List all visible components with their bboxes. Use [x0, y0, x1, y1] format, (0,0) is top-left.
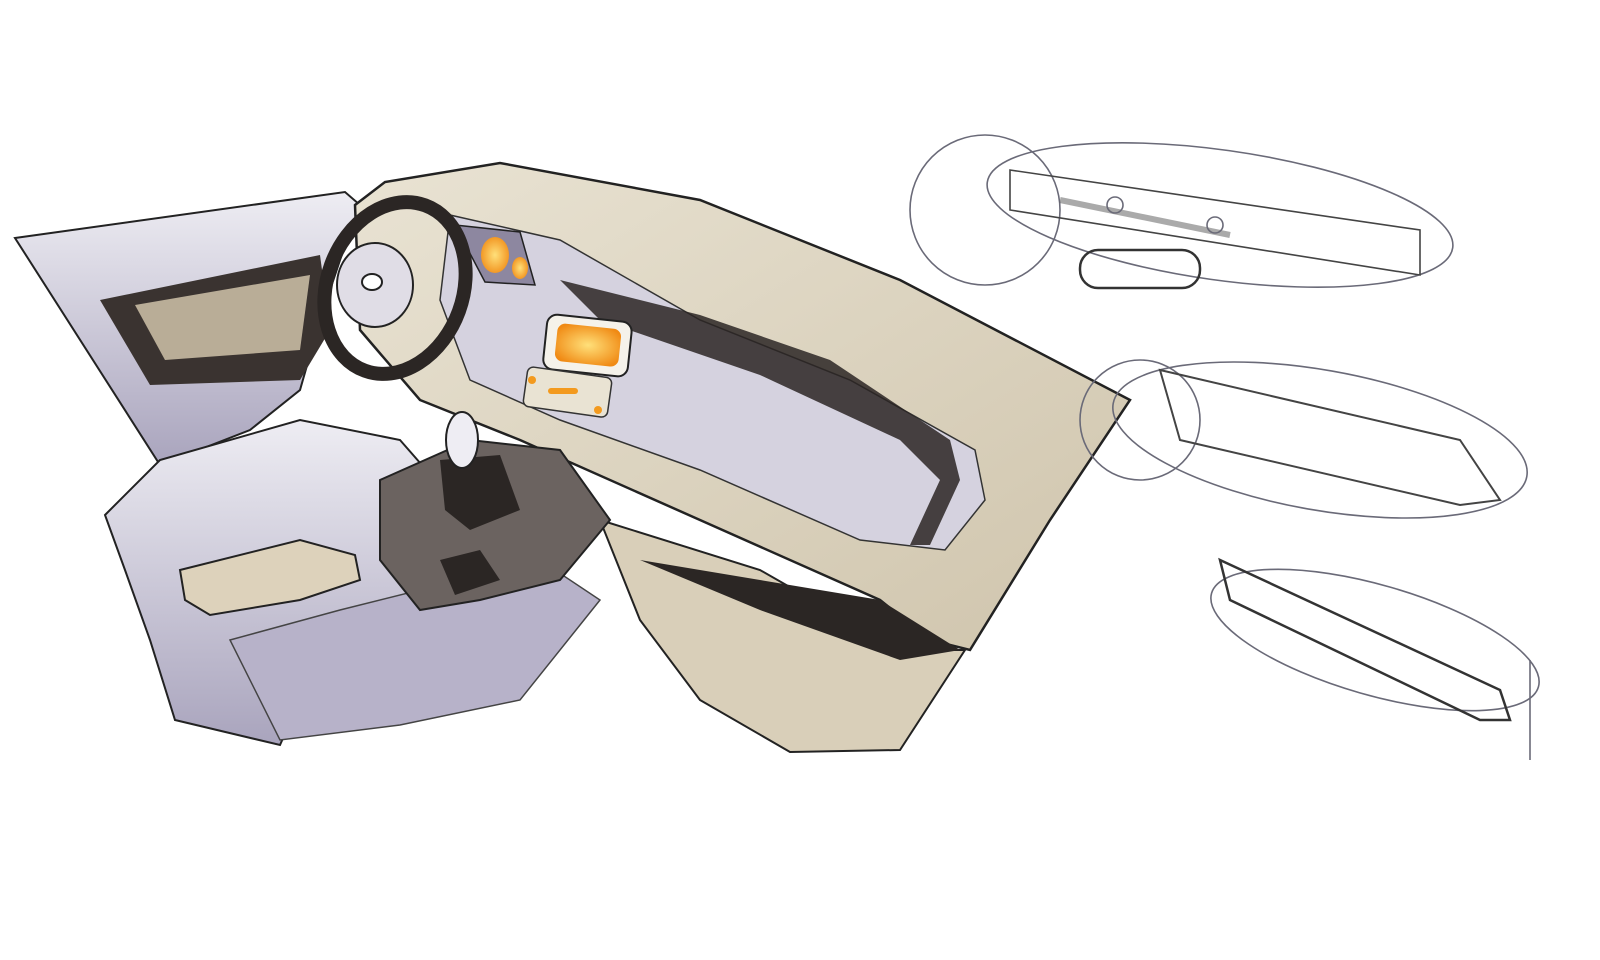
door-panel	[13, 190, 362, 467]
sketch-dashboard-top	[909, 134, 1454, 290]
dashboard	[353, 161, 1132, 754]
center-display	[522, 313, 633, 418]
sketch-dashboard-low	[1210, 557, 1540, 760]
sketch-dashboard-mid	[1079, 359, 1528, 519]
steering-wheel	[317, 195, 473, 381]
pencil-sketches	[909, 134, 1540, 760]
seat-and-console	[103, 411, 612, 747]
instrument-cluster	[453, 224, 537, 286]
